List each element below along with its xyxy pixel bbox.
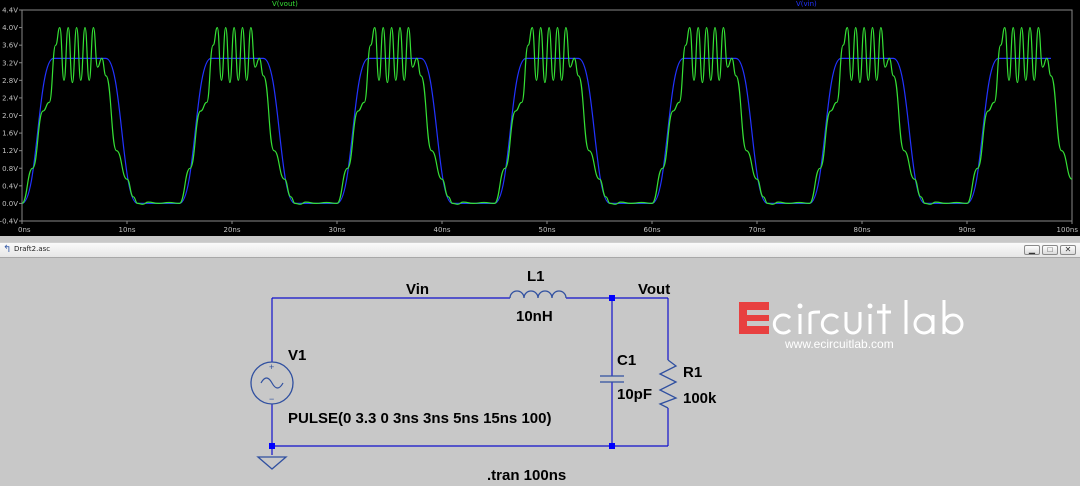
y-tick-label: -0.4V — [0, 218, 18, 226]
y-tick-label: 3.6V — [2, 42, 18, 50]
x-tick-label: 20ns — [224, 226, 241, 234]
capacitor-c1-value[interactable]: 10pF — [617, 386, 653, 403]
trace-label-vin[interactable]: V(vin) — [796, 0, 817, 8]
net-label-vout[interactable]: Vout — [638, 281, 671, 298]
trace-label-vout[interactable]: V(vout) — [272, 0, 298, 8]
maximize-button[interactable]: □ — [1042, 245, 1058, 255]
y-tick-label: 4.0V — [2, 24, 18, 32]
minimize-button[interactable]: ▁ — [1024, 245, 1040, 255]
net-label-vin[interactable]: Vin — [406, 281, 430, 298]
plot-canvas[interactable]: -0.4V 0.0V 0.4V 0.8V 1.2V 1.6V 2.0V 2.4V 2.8V 3.2… — [0, 0, 1080, 236]
window-titlebar[interactable]: ↰ Draft2.asc ▁ □ ✕ — [0, 242, 1080, 258]
watermark-url: www.ecircuitlab.com — [785, 337, 894, 351]
close-button[interactable]: ✕ — [1060, 245, 1076, 255]
y-tick-label: 2.4V — [2, 94, 18, 102]
y-tick-label: 2.0V — [2, 112, 18, 120]
y-tick-label: 0.8V — [2, 165, 18, 173]
resistor-r1-name[interactable]: R1 — [683, 364, 703, 381]
y-tick-label: 1.2V — [2, 147, 18, 155]
spice-directive-tran[interactable]: .tran 100ns — [487, 467, 567, 484]
y-tick-label: 4.4V — [2, 7, 18, 15]
voltage-source-v1-name[interactable]: V1 — [288, 347, 307, 364]
waveform-plot[interactable]: -0.4V 0.0V 0.4V 0.8V 1.2V 1.6V 2.0V 2.4V 2.8V 3.2… — [0, 0, 1080, 236]
resistor-r1-value[interactable]: 100k — [683, 390, 717, 407]
y-tick-label: 3.2V — [2, 59, 18, 67]
plot-frame — [21, 9, 1073, 222]
series-line-vout — [21, 26, 1073, 205]
y-tick-label: 0.0V — [2, 200, 18, 208]
window-title: Draft2.asc — [14, 245, 51, 253]
x-tick-label: 90ns — [959, 226, 976, 234]
x-tick-label: 0ns — [18, 226, 31, 234]
x-tick-label: 80ns — [854, 226, 871, 234]
inductor-l1-value[interactable]: 10nH — [516, 308, 553, 325]
x-tick-label: 30ns — [329, 226, 346, 234]
capacitor-c1-name[interactable]: C1 — [617, 352, 637, 369]
x-tick-label: 70ns — [749, 226, 766, 234]
x-tick-label: 40ns — [434, 226, 451, 234]
inductor-l1-name[interactable]: L1 — [527, 268, 545, 285]
x-tick-label: 100ns — [1057, 226, 1079, 234]
y-tick-label: 0.4V — [2, 182, 18, 190]
x-tick-label: 60ns — [644, 226, 661, 234]
schematic-window: ↰ Draft2.asc ▁ □ ✕ — [0, 236, 1080, 486]
y-tick-label: 2.8V — [2, 77, 18, 85]
ecircuitlab-logo — [739, 300, 964, 335]
y-tick-label: 1.6V — [2, 130, 18, 138]
voltage-source-v1-value[interactable]: PULSE(0 3.3 0 3ns 3ns 5ns 15ns 100) — [288, 410, 552, 427]
x-tick-label: 50ns — [539, 226, 556, 234]
x-tick-label: 10ns — [119, 226, 136, 234]
schematic-app-icon: ↰ — [3, 244, 12, 255]
